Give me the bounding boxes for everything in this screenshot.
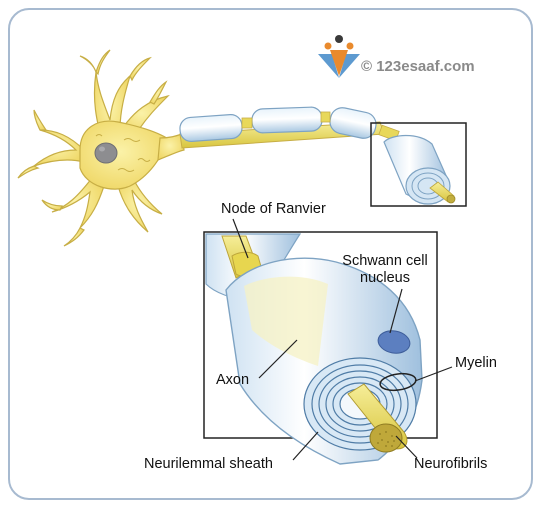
label-myelin: Myelin: [455, 355, 497, 371]
label-neurofibrils: Neurofibrils: [414, 456, 488, 472]
label-node-of-ranvier: Node of Ranvier: [221, 201, 326, 217]
neuron-cell-body: [17, 49, 185, 247]
leader-lines: [232, 218, 453, 461]
schwann-nucleus: [377, 330, 411, 354]
enlarged-axon: [205, 233, 423, 465]
cell-nucleus: [94, 142, 118, 164]
cell-organelles: [95, 134, 151, 172]
myelin-indicator: [379, 372, 417, 392]
label-schwann-cell-line1: Schwann cell: [342, 253, 428, 269]
myelin-segments-top: [179, 106, 377, 142]
label-schwann-cell-line2: nucleus: [360, 270, 410, 286]
label-axon: Axon: [216, 372, 250, 388]
zoom-box-small: [370, 122, 467, 207]
neurofibrils-end: [369, 423, 403, 453]
watermark-text: © 123esaaf.com: [361, 58, 475, 75]
watermark-logo-icon: [318, 35, 360, 78]
label-neurilemmal-sheath: Neurilemmal sheath: [144, 456, 273, 472]
